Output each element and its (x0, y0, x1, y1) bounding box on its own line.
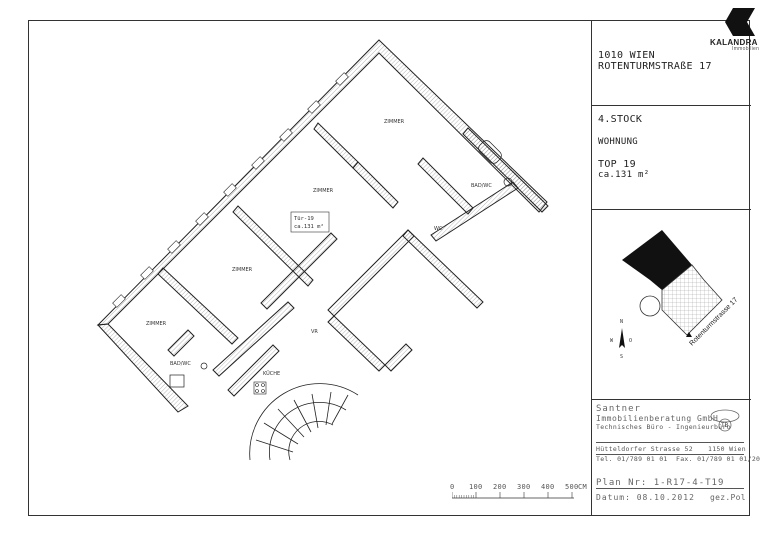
scale-tick: 200 (493, 483, 507, 491)
wall-12 (430, 181, 519, 242)
wall-9 (402, 229, 484, 309)
company-name2: Immobilienberatung GmbH (596, 414, 719, 423)
svg-text:N: N (620, 319, 623, 325)
floor-plan-drawing: ZIMMER ZIMMER ZIMMER ZIMMER BAD/WC BAD/W… (96, 39, 549, 461)
compass-icon: N S O W (610, 319, 632, 360)
unit-section: 4.STOCK WOHNUNG TOP 19 ca.131 m² (592, 106, 751, 210)
svg-text:TB: TB (721, 422, 729, 429)
room-label: BAD/WC (170, 361, 191, 367)
location-section: Rotenturmstrasse 17 N S O W (592, 210, 751, 400)
company-name1: Santner (596, 404, 641, 414)
room-label: ZIMMER (146, 321, 167, 327)
company-street: Hütteldorfer Strasse 52 (596, 445, 693, 453)
scale-bar-graphic (451, 492, 574, 499)
svg-text:O: O (629, 338, 632, 344)
spiral-staircase (249, 383, 359, 461)
bath-fixtures (169, 140, 513, 388)
scale-unit: CM (578, 483, 588, 491)
company-city: 1150 Wien (708, 445, 746, 453)
wall-13 (212, 301, 295, 377)
location-map: Rotenturmstrasse 17 N S O W (610, 230, 739, 360)
logo-sub: Immobilien (732, 46, 760, 52)
svg-text:ca.131 m²: ca.131 m² (294, 223, 324, 230)
address-section: 1010 WIEN ROTENTURMSTRAßE 17 (592, 20, 751, 106)
company-section: Santner Immobilienberatung GmbH Technisc… (592, 400, 760, 516)
room-label: BAD/WC (471, 183, 492, 189)
plan-drawn: gez.Pol (710, 493, 746, 502)
neighbor-block (622, 230, 692, 290)
scale-tick: 100 (469, 483, 483, 491)
svg-text:S: S (620, 354, 623, 360)
address-line1: 1010 WIEN (598, 50, 655, 61)
company-tel: Tel. 01/789 01 01 (596, 455, 668, 463)
unit-type: WOHNUNG (598, 137, 639, 147)
unit-top: TOP 19 (598, 159, 636, 170)
bear-logo-icon: TB (710, 409, 740, 432)
wall-8 (327, 229, 415, 317)
address-line2: ROTENTURMSTRAßE 17 (598, 61, 712, 72)
unit-floor: 4.STOCK (598, 114, 643, 125)
kalandra-logo: KALANDRA Immobilien (710, 6, 766, 56)
wall-6 (462, 127, 549, 213)
scale-tick: 500 (565, 483, 579, 491)
svg-text:Tür-19: Tür-19 (294, 216, 314, 222)
wall-7 (260, 232, 338, 310)
company-desc: Technisches Büro - Ingenieurbüro (596, 423, 731, 431)
kitchen-stove (253, 381, 267, 395)
floor-plan: ZIMMER ZIMMER ZIMMER ZIMMER BAD/WC BAD/W… (28, 20, 591, 516)
kalandra-logo-icon (725, 8, 755, 36)
wall-1 (157, 267, 239, 345)
wall-2 (232, 205, 314, 287)
svg-text:W: W (610, 338, 614, 344)
scale-tick: 300 (517, 483, 531, 491)
wall-11 (384, 343, 413, 372)
scale-tick: 0 (450, 483, 455, 491)
room-label: ZIMMER (232, 267, 253, 273)
wall-5 (417, 157, 474, 215)
wall-10 (327, 315, 386, 372)
plan-number: Plan Nr: 1-R17-4-T19 (596, 478, 725, 488)
unit-tag: Tür-19 ca.131 m² (290, 211, 330, 233)
room-label: ZIMMER (313, 188, 334, 194)
company-fax: Fax. 01/789 01 01/20 (676, 455, 761, 463)
room-label: VR (311, 329, 318, 335)
room-label: KÜCHE (263, 370, 280, 377)
scale-bar: 0 100 200 300 400 500 CM (450, 483, 592, 512)
wall-14 (167, 329, 195, 357)
room-label: WC (434, 226, 443, 232)
title-block: 1010 WIEN ROTENTURMSTRAßE 17 4.STOCK WOH… (591, 20, 760, 516)
room-label: ZIMMER (384, 119, 405, 125)
scale-tick: 400 (541, 483, 555, 491)
drawing-frame (28, 20, 750, 516)
building-footprint (661, 264, 723, 336)
wall-3 (313, 122, 359, 169)
unit-area: ca.131 m² (598, 170, 650, 180)
wall-4 (352, 161, 399, 209)
plan-date: Datum: 08.10.2012 (596, 493, 695, 502)
logo-brand: KALANDRA (710, 38, 758, 47)
wall-15 (227, 344, 280, 397)
outer-wall-west (96, 323, 189, 413)
